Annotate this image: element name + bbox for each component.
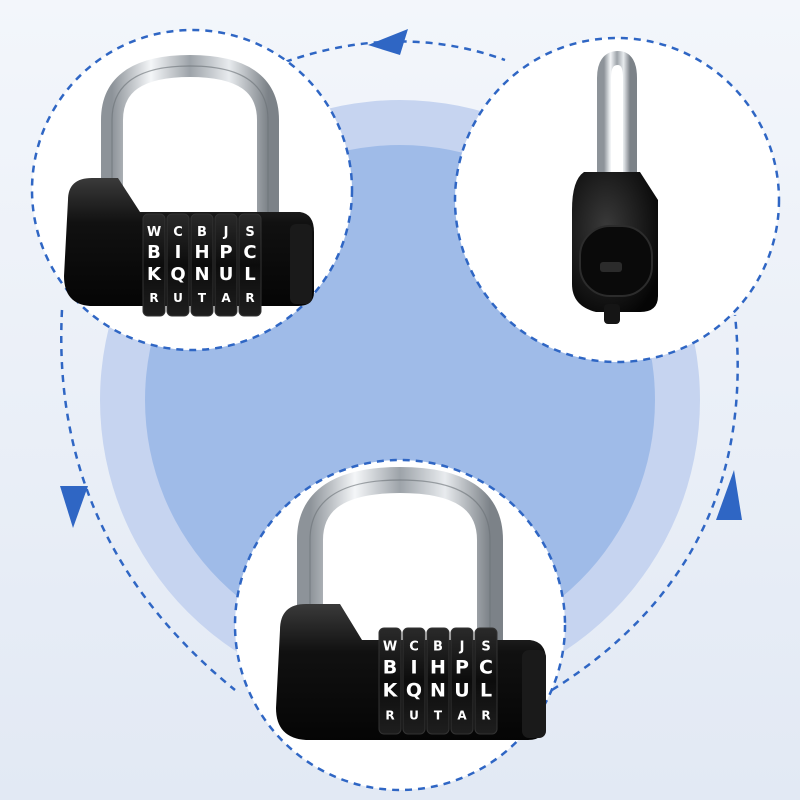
wheel-letter: Q <box>170 264 185 285</box>
wheel-letter: A <box>221 291 231 305</box>
keyhole-slot <box>600 262 622 272</box>
letter-wheel[interactable] <box>214 213 238 317</box>
wheel-letter: U <box>173 291 183 305</box>
letter-wheel[interactable] <box>402 627 426 735</box>
shackle <box>597 50 637 228</box>
wheel-letter: W <box>383 640 397 655</box>
arrow-left-icon <box>368 29 408 55</box>
bottom-tab <box>604 304 620 324</box>
letter-wheel[interactable] <box>142 213 166 317</box>
wheel-letter: R <box>481 709 490 723</box>
wheel-letter: U <box>219 264 234 285</box>
wheel-letter: R <box>149 291 158 305</box>
end-cap <box>522 650 546 738</box>
letter-wheel[interactable] <box>474 627 498 735</box>
arrow-down-icon <box>60 486 88 528</box>
wheel-letter: J <box>459 640 465 655</box>
wheel-letter: U <box>454 680 469 702</box>
wheel-letter: P <box>455 657 469 679</box>
wheel-letter: C <box>243 242 256 263</box>
wheel-letter: W <box>147 225 161 240</box>
end-cap <box>290 224 312 304</box>
letter-wheel[interactable] <box>238 213 262 317</box>
wheel-letter: N <box>430 680 446 702</box>
wheel-letter: A <box>457 709 467 723</box>
wheel-letter: U <box>409 709 419 723</box>
wheel-letter: C <box>173 225 183 240</box>
letter-wheel[interactable] <box>190 213 214 317</box>
wheel-letter: T <box>434 709 443 723</box>
wheel-letter: P <box>219 242 232 263</box>
wheel-letter: R <box>245 291 254 305</box>
panel-side <box>453 36 781 364</box>
wheel-letter: K <box>147 264 162 285</box>
wheel-letter: B <box>433 640 443 655</box>
letter-wheel[interactable] <box>450 627 474 735</box>
wheel-letter: N <box>194 264 209 285</box>
wheel-letter: Q <box>406 680 422 702</box>
wheel-letter: S <box>245 225 254 240</box>
arc-top <box>284 40 506 64</box>
wheel-letter: R <box>385 709 394 723</box>
wheel-letter: B <box>383 657 397 679</box>
wheel-letter: H <box>194 242 209 263</box>
arc-right <box>551 314 739 692</box>
wheel-letter: C <box>479 657 493 679</box>
wheel-letter: C <box>409 640 419 655</box>
wheel-letter: B <box>197 225 207 240</box>
end-face <box>579 225 653 297</box>
wheel-letter: B <box>147 242 161 263</box>
wheel-letter: L <box>480 680 492 702</box>
letter-wheel[interactable] <box>426 627 450 735</box>
letter-wheel[interactable] <box>378 627 402 735</box>
wheel-letter: I <box>410 657 417 679</box>
wheel-letter: H <box>430 657 446 679</box>
letter-wheel[interactable] <box>166 213 190 317</box>
wheel-letter: T <box>198 291 207 305</box>
wheel-letter: I <box>175 242 182 263</box>
wheel-letter: S <box>481 640 490 655</box>
wheel-letter: J <box>223 225 229 240</box>
arrowheads <box>60 29 742 528</box>
arrow-up-icon <box>716 470 742 520</box>
wheel-letter: L <box>244 264 255 285</box>
wheel-letter: K <box>383 680 399 702</box>
cycle-arcs <box>60 40 739 692</box>
